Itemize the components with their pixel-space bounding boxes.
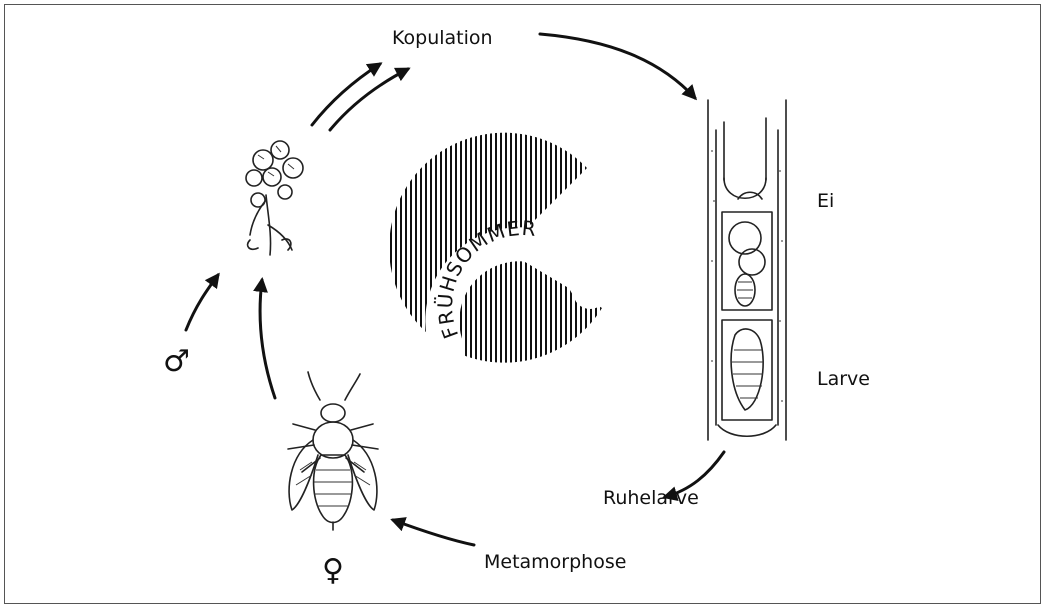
arrow-wasp-to-flower [260,280,275,398]
arrow-to-nest [540,34,695,98]
resting-larva-label: Ruhelarve [603,487,699,509]
arrow-flower-to-mating-2 [330,69,408,130]
female-symbol: ♀ [322,553,344,588]
metamorphosis-label: Metamorphose [484,551,626,573]
arrow-male-to-flower [186,275,218,330]
nest-tube-icon [708,100,786,440]
flower-icon [246,141,303,255]
mating-label: Kopulation [392,27,493,49]
arrow-to-wasp [393,520,474,545]
wasp-icon [288,372,378,530]
season-pie [389,133,602,363]
egg-label: Ei [817,190,834,212]
larva-label: Larve [817,368,870,390]
arrow-flower-to-mating-1 [312,64,380,125]
male-symbol: ♂ [163,344,190,379]
